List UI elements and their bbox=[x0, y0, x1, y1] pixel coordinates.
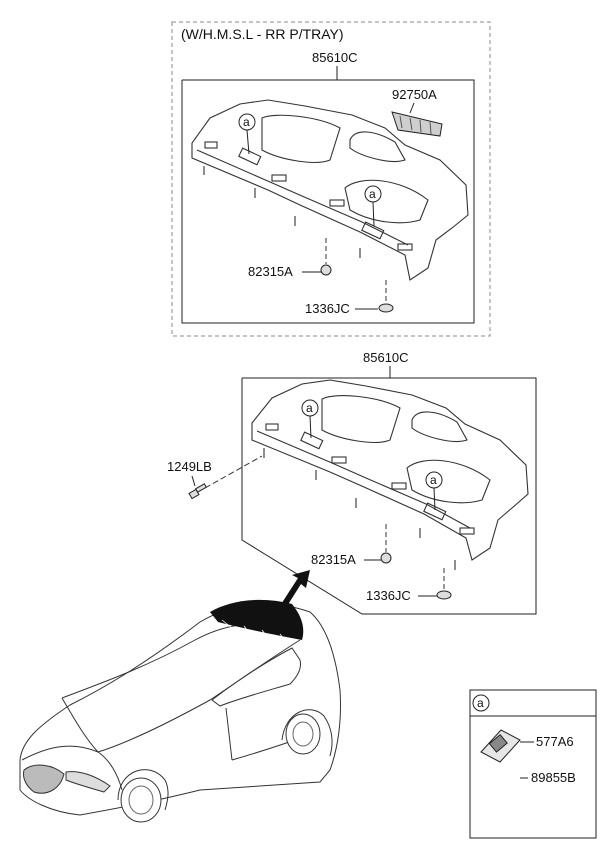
variant-header: (W/H.M.S.L - RR P/TRAY) bbox=[181, 26, 344, 42]
highlighted-rear-tray bbox=[210, 599, 304, 640]
detail-frame bbox=[469, 689, 597, 839]
bolt-leader bbox=[191, 475, 196, 487]
detail-header-circle bbox=[472, 694, 490, 712]
assembly-frame-mid bbox=[241, 377, 537, 615]
high-mount-stop-lamp bbox=[391, 111, 443, 137]
detail-clip-part bbox=[480, 729, 521, 763]
bolt-centerline bbox=[204, 455, 263, 489]
fastener-label-mid: 1336JC bbox=[366, 588, 411, 603]
bolt-1249lb bbox=[188, 483, 208, 500]
assembly-label-85610c-top: 85610C bbox=[312, 50, 358, 65]
callout-a-mid-1-label: a bbox=[306, 401, 313, 415]
front-wheel bbox=[120, 777, 162, 823]
callout-a-top-1-label: a bbox=[243, 115, 250, 129]
fastener-label-top: 1336JC bbox=[305, 301, 350, 316]
bolt-label-1249lb: 1249LB bbox=[167, 459, 212, 474]
callout-a-mid-2-leader bbox=[433, 487, 436, 511]
grommet-82315a-mid bbox=[380, 552, 392, 564]
detail-box-a: a 577A6 89855B bbox=[469, 689, 597, 839]
group-with-hmsl: (W/H.M.S.L - RR P/TRAY) 85610C a a 92750… bbox=[171, 21, 491, 337]
assembly-frame-top bbox=[181, 79, 475, 324]
fastener-1336jc-top bbox=[378, 303, 394, 313]
detail-header-label: a bbox=[477, 696, 484, 710]
grommet-82315a-top bbox=[320, 264, 332, 276]
rear-parcel-tray-mid bbox=[251, 379, 529, 570]
rear-parcel-tray-top bbox=[191, 99, 469, 281]
front-wheel-hub bbox=[128, 785, 154, 815]
fastener-1336jc-mid bbox=[436, 590, 452, 600]
vehicle-illustration bbox=[19, 570, 341, 823]
lamp-leader bbox=[409, 102, 415, 114]
detail-part-577a6: 577A6 bbox=[536, 734, 574, 749]
grommet-label-top: 82315A bbox=[248, 264, 293, 279]
callout-a-top-2-leader bbox=[372, 201, 375, 227]
detail-part-89855b: 89855B bbox=[531, 770, 576, 785]
rear-wheel bbox=[285, 713, 321, 755]
callout-a-mid-2-label: a bbox=[430, 473, 437, 487]
front-grille bbox=[23, 764, 65, 794]
headlamp bbox=[65, 771, 111, 793]
lamp-label-92750a: 92750A bbox=[392, 87, 437, 102]
hmsl-dashed-frame bbox=[171, 21, 491, 337]
assembly-label-85610c-mid: 85610C bbox=[363, 350, 409, 365]
grommet-label-mid: 82315A bbox=[311, 552, 356, 567]
rear-wheel-hub bbox=[292, 721, 314, 747]
callout-a-mid-1-leader bbox=[309, 415, 312, 439]
group-standard: 85610C a a 1249LB bbox=[167, 350, 537, 615]
callout-a-top-2-label: a bbox=[369, 187, 376, 201]
callout-a-top-1-leader bbox=[246, 129, 250, 155]
